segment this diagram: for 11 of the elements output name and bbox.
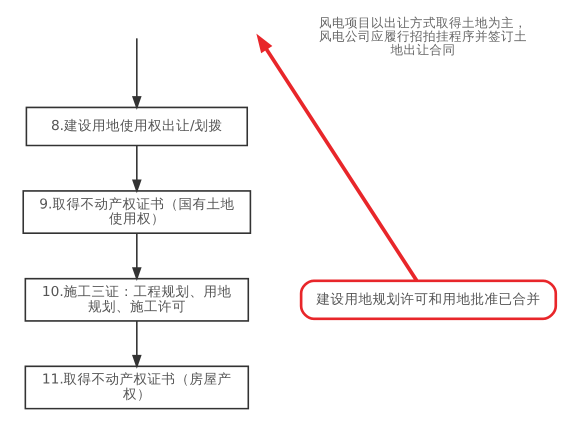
node-box: 8.建设用地使用权出让/划拨 xyxy=(26,106,248,146)
arrow xyxy=(132,146,142,194)
arrow xyxy=(132,38,142,110)
arrow xyxy=(132,321,142,369)
arrow xyxy=(256,34,418,282)
node-box: 11.取得不动产权证书（房屋产权） xyxy=(24,366,250,410)
label: 风电项目以出让方式取得土地为主，风电公司应履行招拍挂程序并签订土地出让合同 xyxy=(319,14,528,58)
arrow xyxy=(132,233,142,281)
node-box: 9.取得不动产权证书（国有土地使用权） xyxy=(22,190,252,234)
node-box: 建设用地规划许可和用地批准已合并 xyxy=(300,279,558,320)
node-box: 10.施工三证：工程规划、用地规划、施工许可 xyxy=(24,278,250,322)
